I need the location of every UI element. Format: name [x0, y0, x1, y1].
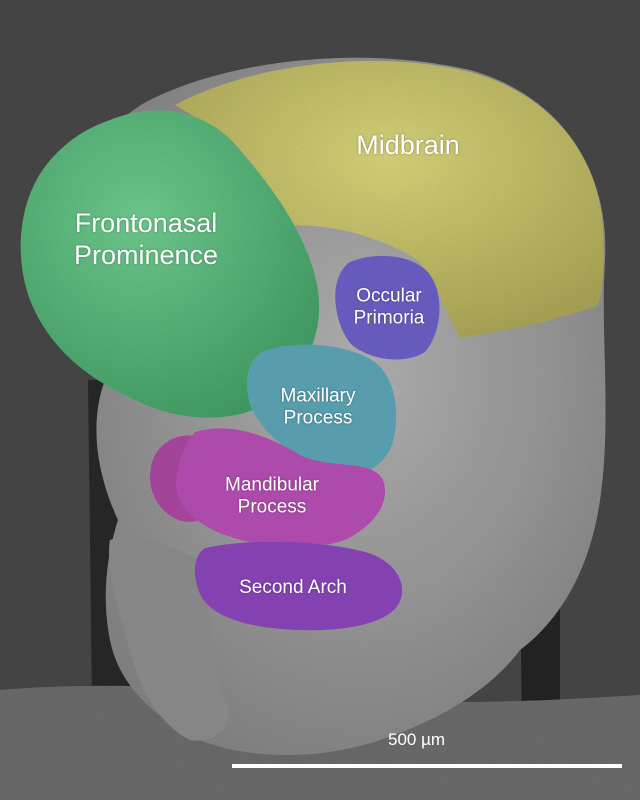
label-maxillary: Maxillary Process: [281, 386, 356, 431]
midbrain-region: [175, 60, 604, 338]
scale-bar: [232, 764, 622, 768]
label-mandibular-line2: Process: [237, 497, 307, 518]
label-second-arch: Second Arch: [239, 577, 347, 599]
label-ocular-line1: Occular: [356, 285, 422, 307]
label-mandibular: Mandibular Process: [225, 475, 319, 520]
second-arch-region: [194, 541, 403, 631]
maxillary-region: [246, 344, 397, 473]
label-frontonasal-line2: Prominence: [73, 240, 219, 270]
scale-bar-label: 500 µm: [388, 730, 446, 749]
label-midbrain-text: Midbrain: [356, 130, 460, 161]
label-maxillary-line2: Process: [283, 408, 353, 429]
mandibular-region: [176, 428, 386, 548]
ocular-region: [335, 255, 440, 360]
label-midbrain: Midbrain: [356, 130, 460, 162]
label-mandibular-line1: Mandibular: [225, 474, 319, 496]
label-maxillary-line1: Maxillary: [280, 385, 356, 407]
frontonasal-region: [20, 110, 320, 418]
label-ocular-line2: Primoria: [353, 308, 425, 329]
label-frontonasal-line1: Frontonasal: [74, 208, 218, 239]
label-frontonasal: Frontonasal Prominence: [74, 208, 218, 272]
label-second-arch-text: Second Arch: [239, 576, 347, 598]
label-ocular: Occular Primoria: [354, 286, 425, 331]
